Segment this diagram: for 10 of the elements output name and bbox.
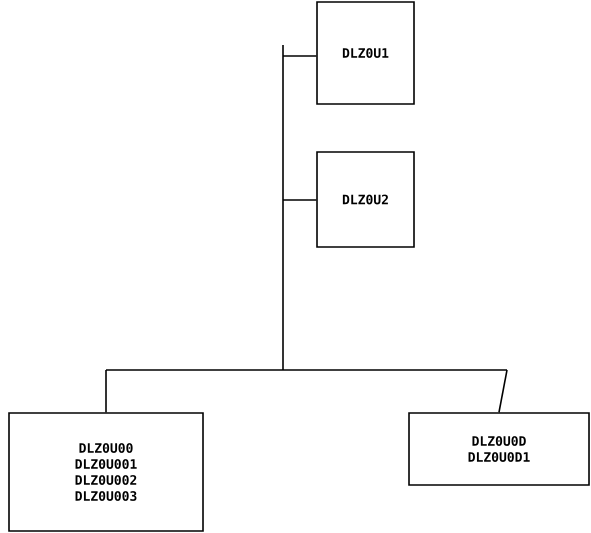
connector-line <box>498 370 508 412</box>
name-box: DLZ0U1 <box>316 1 415 105</box>
tree-line <box>106 369 507 371</box>
name-box: DLZ0U00 DLZ0U001 DLZ0U002 DLZ0U003 <box>8 412 204 532</box>
connector-line <box>283 55 316 57</box>
connector-line <box>105 370 107 412</box>
connector-line <box>283 199 316 201</box>
name-box: DLZ0U2 <box>316 151 415 248</box>
tree-line <box>282 45 284 370</box>
name-box: DLZ0U0D DLZ0U0D1 <box>408 412 590 486</box>
